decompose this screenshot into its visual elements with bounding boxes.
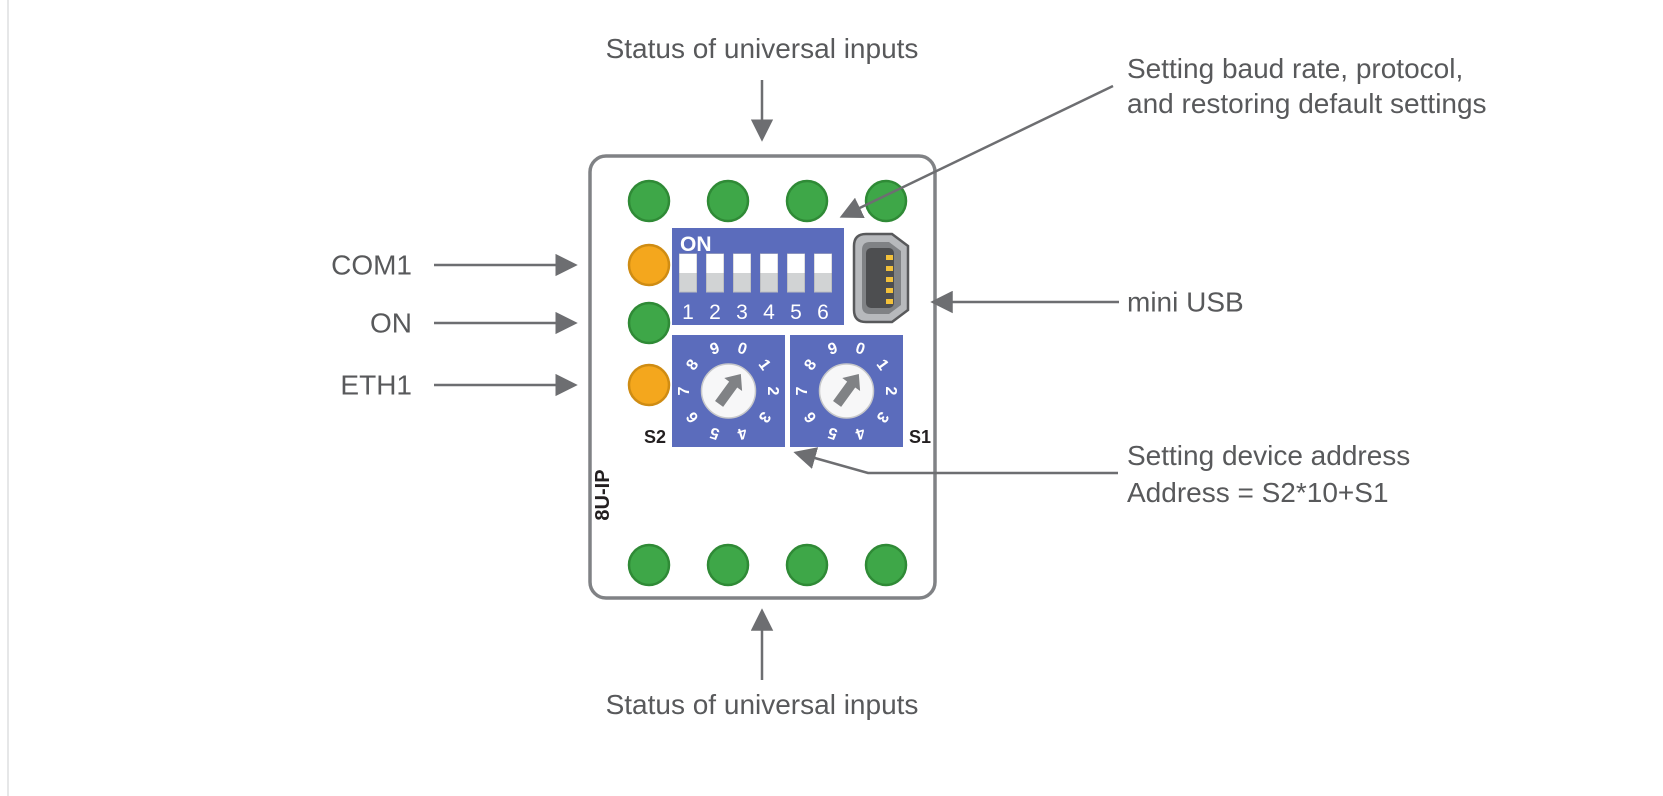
led-top-3 [785,179,829,223]
led-on [627,301,671,345]
bottom-status-label: Status of universal inputs [606,689,919,720]
led-bottom-3 [785,543,829,587]
rotary-digit: 2 [764,387,781,396]
address-arrow [793,447,1118,475]
dip-number-2: 2 [709,301,721,324]
dip-lever-3-slider [733,254,751,273]
baud-arrow [839,84,1114,219]
dip-number-4: 4 [763,301,775,324]
com1-label: COM1 [331,250,412,281]
led-bottom-4 [864,543,908,587]
on-label: ON [370,308,412,339]
dip-number-3: 3 [736,301,748,324]
address-label-line2: Address = S2*10+S1 [1127,477,1389,508]
dip-number-5: 5 [790,301,802,324]
led-bottom-2 [706,543,750,587]
rotary-digit: 2 [882,387,899,396]
dip-number-1: 1 [682,301,694,324]
baud-label-line1: Setting baud rate, protocol, [1127,53,1463,84]
dip-lever-4-slider [760,254,778,273]
mini-usb-connector [852,232,910,324]
dip-switch-levers [679,253,832,293]
rotary-s1-label: S1 [909,427,931,447]
rotary-switch-s2: 0 1 2 3 4 5 6 7 8 9 [672,335,785,447]
rotary-digit: 7 [676,386,693,395]
dip-lever-1-slider [679,254,697,273]
led-bottom-1 [627,543,671,587]
mini-usb-pins [886,255,893,304]
dip-on-label: ON [680,233,712,256]
dip-number-6: 6 [817,301,829,324]
dip-lever-2-slider [706,254,724,273]
eth1-label: ETH1 [340,370,412,401]
rotary-digit: 7 [794,386,811,395]
page-edge-line [7,0,9,796]
dip-lever-5-slider [787,254,805,273]
mini-usb-label: mini USB [1127,287,1244,318]
led-top-1 [627,179,671,223]
led-com1 [627,243,671,287]
led-top-2 [706,179,750,223]
rotary-s2-label: S2 [644,427,666,447]
led-eth1 [627,363,671,407]
rotary-s1-arrow [833,374,861,407]
baud-label-line2: and restoring default settings [1127,88,1487,119]
rotary-s2-arrow [715,374,743,407]
dip-lever-6-slider [814,254,832,273]
device-model-label: 8U-IP [592,469,614,520]
top-status-label: Status of universal inputs [606,33,919,64]
rotary-switch-s1: 0 1 2 3 4 5 6 7 8 9 [790,335,903,447]
address-label-line1: Setting device address [1127,440,1410,471]
